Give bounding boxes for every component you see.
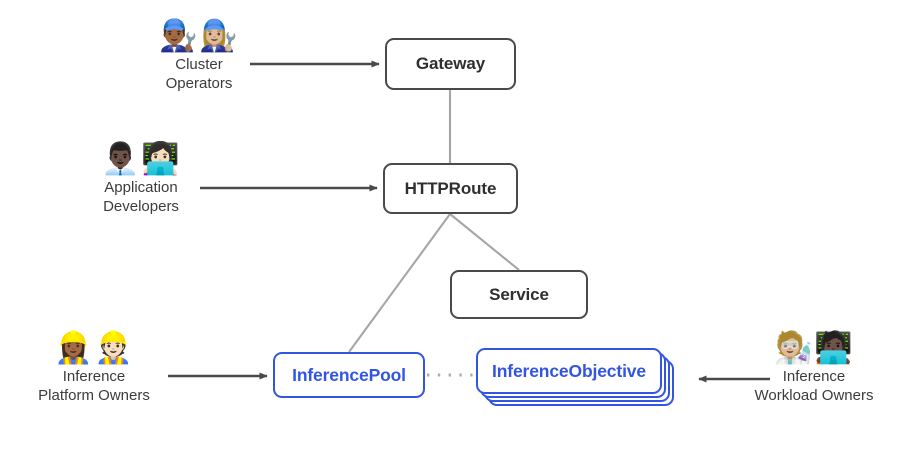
node-httproute[interactable]: HTTPRoute (383, 163, 518, 214)
actor-application-developers[interactable]: 👨🏿‍💼👩🏻‍💻 Application Developers (82, 141, 200, 216)
node-inferencepool-label: InferencePool (292, 364, 406, 385)
actor-inference-workload-owners-line1: Inference (782, 367, 846, 385)
actor-application-developers-line1: Application (104, 178, 178, 196)
node-inferenceobjective-stack[interactable]: InferenceObjective (476, 348, 682, 410)
node-gateway[interactable]: Gateway (385, 38, 516, 90)
node-inferencepool[interactable]: InferencePool (273, 352, 425, 398)
actor-inference-workload-owners-line2: Workload Owners (754, 386, 874, 404)
actor-inference-platform-owners-line2: Platform Owners (38, 386, 150, 404)
node-httproute-label: HTTPRoute (404, 178, 497, 198)
developer-pair-icon: 👨🏿‍💼👩🏻‍💻 (101, 141, 181, 176)
node-inferenceobjective-label: InferenceObjective (492, 360, 646, 381)
actor-inference-platform-owners-line1: Inference (62, 367, 126, 385)
edge-httproute-service (449, 213, 520, 271)
actor-cluster-operators-line1: Cluster (175, 55, 223, 73)
node-service-label: Service (489, 284, 549, 304)
actor-cluster-operators-line2: Operators (165, 74, 233, 92)
construction-worker-pair-icon: 👷🏾‍♀️👷🏻 (54, 330, 134, 365)
node-service[interactable]: Service (450, 270, 588, 319)
scientist-technologist-pair-icon: 🧑🏼‍🔬🧑🏿‍💻 (774, 330, 854, 365)
actor-inference-platform-owners[interactable]: 👷🏾‍♀️👷🏻 Inference Platform Owners (20, 330, 168, 405)
actor-cluster-operators[interactable]: 👨🏾‍🔧👩🏼‍🔧 Cluster Operators (145, 18, 253, 93)
mechanic-pair-icon: 👨🏾‍🔧👩🏼‍🔧 (159, 18, 239, 53)
actor-application-developers-line2: Developers (103, 197, 179, 215)
edge-httproute-inferencepool (348, 213, 451, 353)
node-gateway-label: Gateway (415, 54, 486, 73)
actor-inference-workload-owners[interactable]: 🧑🏼‍🔬🧑🏿‍💻 Inference Workload Owners (737, 330, 891, 405)
node-inferenceobjective[interactable]: InferenceObjective (476, 348, 662, 394)
